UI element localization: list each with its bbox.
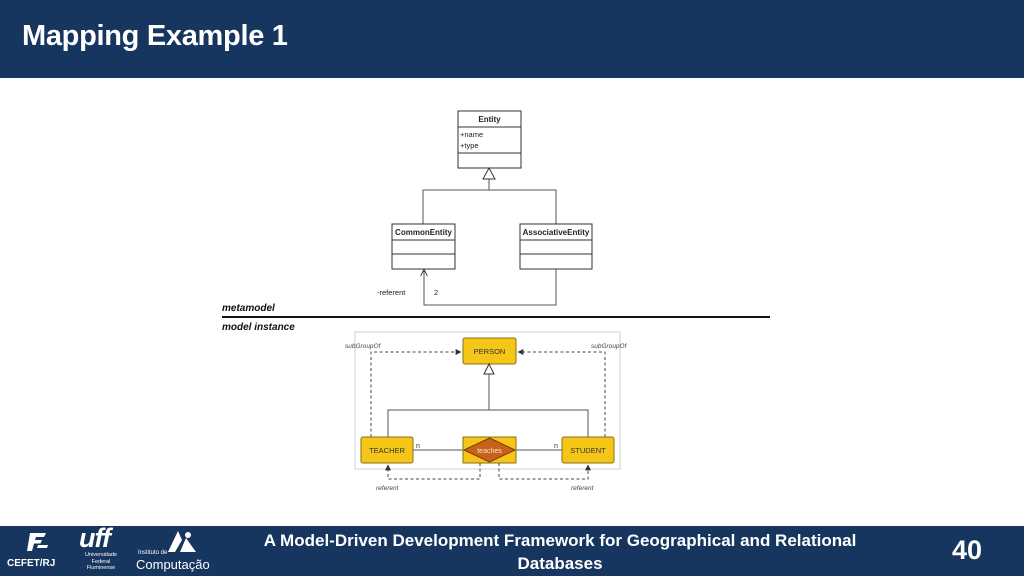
- referent-association: [424, 269, 557, 306]
- generalization-lines: [422, 179, 557, 224]
- footer-title-line2: Databases: [517, 554, 603, 573]
- subgroup-left-label: subGroupOf: [345, 343, 382, 350]
- referent-right-label: referent: [571, 485, 595, 492]
- page-number: 40: [952, 535, 983, 565]
- person-entity: PERSON: [462, 337, 517, 365]
- ic-logo-icon: [168, 531, 196, 552]
- subgroup-right-label: subGroupOf: [591, 343, 628, 350]
- footer-bar: CEFET/RJ uff Universidade Federal Flumin…: [0, 523, 1024, 576]
- uff-logo: uff: [79, 523, 111, 553]
- referent-right-arrow: [498, 463, 591, 480]
- footer-title: A Model-Driven Development Framework for…: [205, 529, 915, 575]
- cardinality-left: n: [416, 443, 420, 450]
- associative-entity-class: AssociativeEntity: [519, 223, 593, 270]
- common-entity-name: CommonEntity: [395, 228, 452, 237]
- subgroup-left-arrow: [370, 349, 462, 437]
- cefet-logo-text: CEFET/RJ: [7, 558, 56, 569]
- referent-role-label: -referent: [377, 288, 406, 297]
- common-entity-class: CommonEntity: [391, 223, 456, 270]
- entity-class: Entity +name +type: [457, 110, 522, 169]
- ic-logo-small-text: Instituto de: [138, 550, 168, 556]
- instance-generalization: [387, 374, 589, 437]
- metamodel-label: metamodel: [222, 303, 275, 314]
- person-label: PERSON: [474, 347, 506, 356]
- student-entity: STUDENT: [561, 436, 615, 464]
- generalization-triangle: [482, 166, 496, 180]
- referent-left-arrow: [385, 463, 481, 480]
- associative-entity-name: AssociativeEntity: [523, 228, 590, 237]
- cefet-logo-icon: [27, 533, 48, 551]
- referent-multiplicity: 2: [434, 288, 438, 297]
- subgroup-right-arrow: [517, 349, 606, 437]
- header-bar: Mapping Example 1: [0, 0, 1024, 78]
- referent-left-label: referent: [376, 485, 400, 492]
- entity-class-name: Entity: [478, 115, 501, 124]
- uff-logo-subtitle: Universidade Federal Fluminense: [84, 552, 118, 571]
- footer-title-line1: A Model-Driven Development Framework for…: [263, 531, 857, 550]
- instance-generalization-triangle: [483, 362, 495, 375]
- model-instance-label: model instance: [222, 322, 295, 333]
- entity-attr-type: +type: [460, 141, 479, 150]
- entity-attr-name: +name: [460, 130, 483, 139]
- slide-title: Mapping Example 1: [22, 20, 288, 52]
- teaches-relationship: teaches: [462, 436, 517, 464]
- cardinality-right: n: [554, 443, 558, 450]
- teacher-label: TEACHER: [369, 446, 405, 455]
- ic-logo-text: Computação: [136, 557, 210, 572]
- teacher-entity: TEACHER: [360, 436, 414, 464]
- teaches-label: teaches: [477, 448, 502, 455]
- mapping-diagram: Entity +name +type CommonEntity Associat…: [222, 110, 770, 492]
- student-label: STUDENT: [570, 446, 606, 455]
